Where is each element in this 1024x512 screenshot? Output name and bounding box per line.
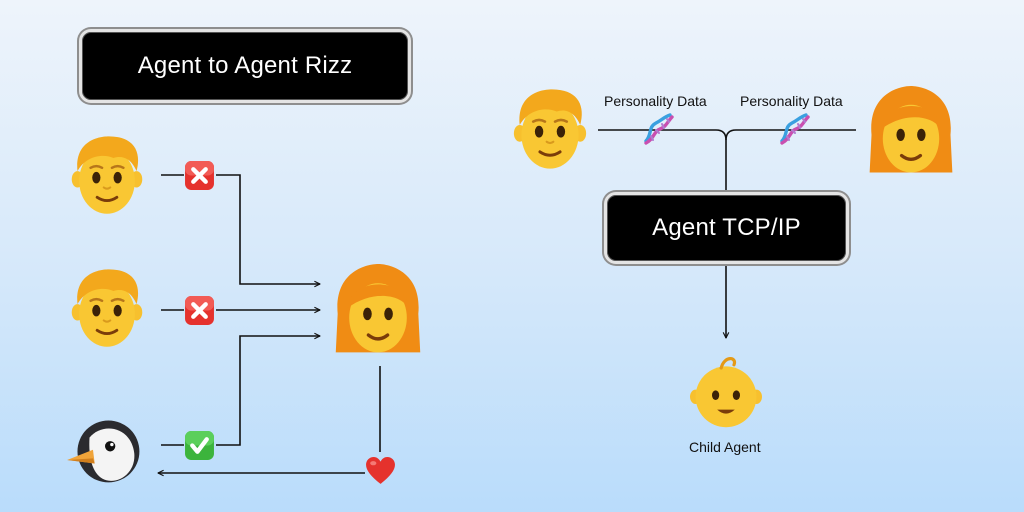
penguin-icon — [67, 420, 140, 483]
personality-data-label-left: Personality Data — [604, 93, 707, 109]
red-x-icon — [185, 296, 214, 325]
protocol-badge: Agent TCP/IP — [604, 192, 849, 264]
baby-face-icon — [688, 356, 764, 429]
man-face-icon — [512, 88, 588, 171]
red-x-icon — [185, 161, 214, 190]
title-badge: Agent to Agent Rizz — [79, 29, 411, 103]
left-connectors — [158, 174, 381, 473]
connector-man1 — [161, 174, 320, 284]
dna-icon — [780, 113, 810, 145]
woman-face-icon — [867, 86, 955, 175]
right-connectors — [598, 129, 856, 338]
green-check-icon — [185, 431, 214, 460]
child-agent-label: Child Agent — [689, 439, 761, 455]
connector-penguin — [161, 336, 320, 446]
red-heart-icon — [366, 457, 395, 484]
connector-left-parent — [598, 129, 727, 141]
man-face-icon — [70, 135, 144, 216]
woman-face-icon — [334, 264, 422, 355]
personality-data-label-right: Personality Data — [740, 93, 843, 109]
man-face-icon — [70, 268, 144, 349]
connector-right-parent — [725, 129, 856, 141]
dna-icon — [644, 113, 674, 145]
